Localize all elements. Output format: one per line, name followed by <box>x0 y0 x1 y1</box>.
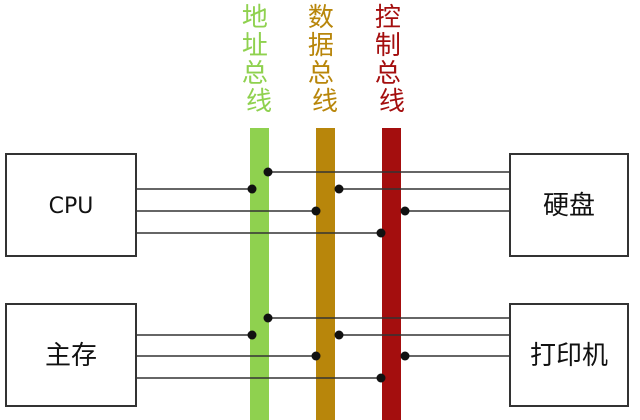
control-bus-title-char: 控 <box>375 3 401 33</box>
junction-dot <box>334 330 344 340</box>
data-bus-title-char: 线 <box>312 87 338 117</box>
junction-dot <box>263 167 273 177</box>
junction-dot <box>400 206 410 216</box>
address-bus-title: 地 址 总 线 <box>242 3 276 117</box>
junction-dot <box>376 373 386 383</box>
junction-dot <box>334 184 344 194</box>
data-bus-bar <box>316 128 335 420</box>
cpu-box <box>5 153 137 257</box>
address-bus-title-char: 址 <box>242 31 268 61</box>
control-bus-title-char: 线 <box>379 87 405 117</box>
data-bus-title: 数 据 总 线 <box>308 3 342 117</box>
data-bus-title-char: 据 <box>308 31 334 61</box>
junction-dot <box>311 351 321 361</box>
junction-dot <box>376 228 386 238</box>
address-bus-title-char: 地 <box>242 3 268 33</box>
address-bus-title-char: 总 <box>242 59 268 89</box>
address-bus-bar <box>250 128 269 420</box>
control-bus-bar <box>382 128 401 420</box>
junction-dot <box>247 330 257 340</box>
hard-disk-label: 硬盘 <box>543 191 595 221</box>
main-memory-label: 主存 <box>45 341 97 371</box>
data-bus-title-char: 总 <box>308 59 334 89</box>
junction-dot <box>311 206 321 216</box>
hard-disk-box <box>509 153 629 257</box>
printer-box <box>509 303 629 407</box>
junction-dot <box>263 313 273 323</box>
printer-label: 打印机 <box>530 341 608 371</box>
address-bus-title-char: 线 <box>246 87 272 117</box>
control-bus-title: 控 制 总 线 <box>375 3 409 117</box>
control-bus-title-char: 制 <box>375 31 401 61</box>
data-bus-title-char: 数 <box>308 3 334 33</box>
junction-dot <box>400 351 410 361</box>
cpu-label: CPU <box>49 194 94 219</box>
main-memory-box <box>5 303 137 407</box>
junction-dot <box>247 184 257 194</box>
control-bus-title-char: 总 <box>375 59 401 89</box>
